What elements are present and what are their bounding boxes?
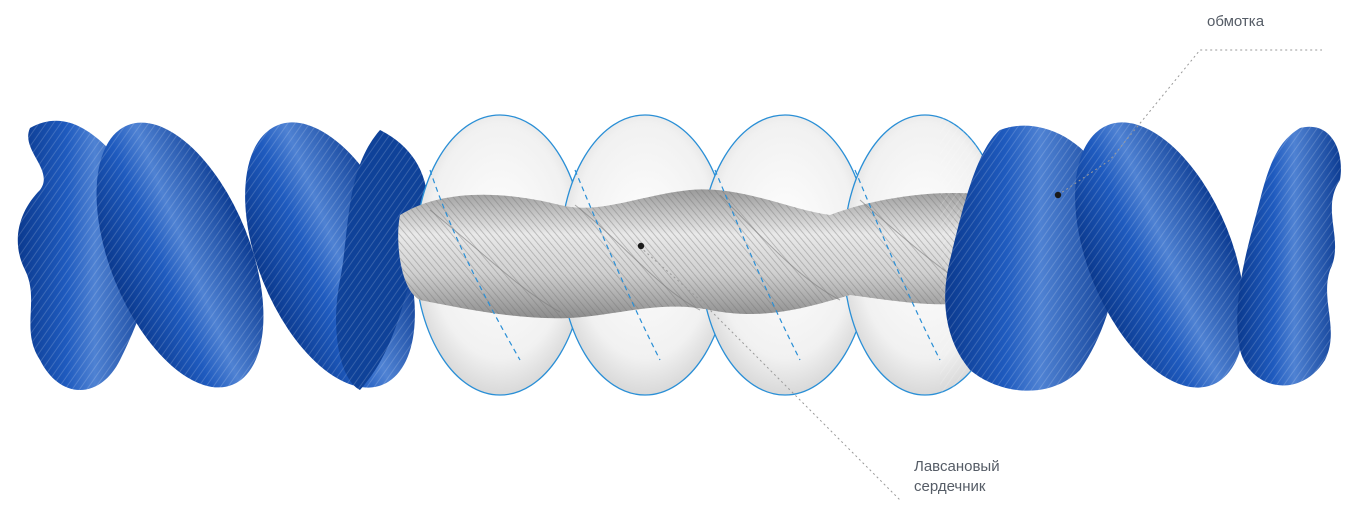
wrap-marker-dot — [1054, 191, 1062, 199]
core-label-line-2: сердечник — [914, 478, 986, 495]
wrap-leader-line — [1057, 49, 1322, 196]
core-label-line-1: Лавсановый — [914, 458, 1000, 475]
core-marker-dot — [637, 242, 645, 250]
core-label: Лавсановый сердечник — [914, 457, 1000, 497]
wrap-left-segment — [0, 100, 440, 410]
cutaway-section — [398, 114, 1008, 396]
wrap-label: обмотка — [1207, 13, 1265, 30]
lavsan-core — [398, 189, 990, 319]
wrap-right-segment — [940, 100, 1350, 410]
core-leader-line — [639, 246, 901, 501]
